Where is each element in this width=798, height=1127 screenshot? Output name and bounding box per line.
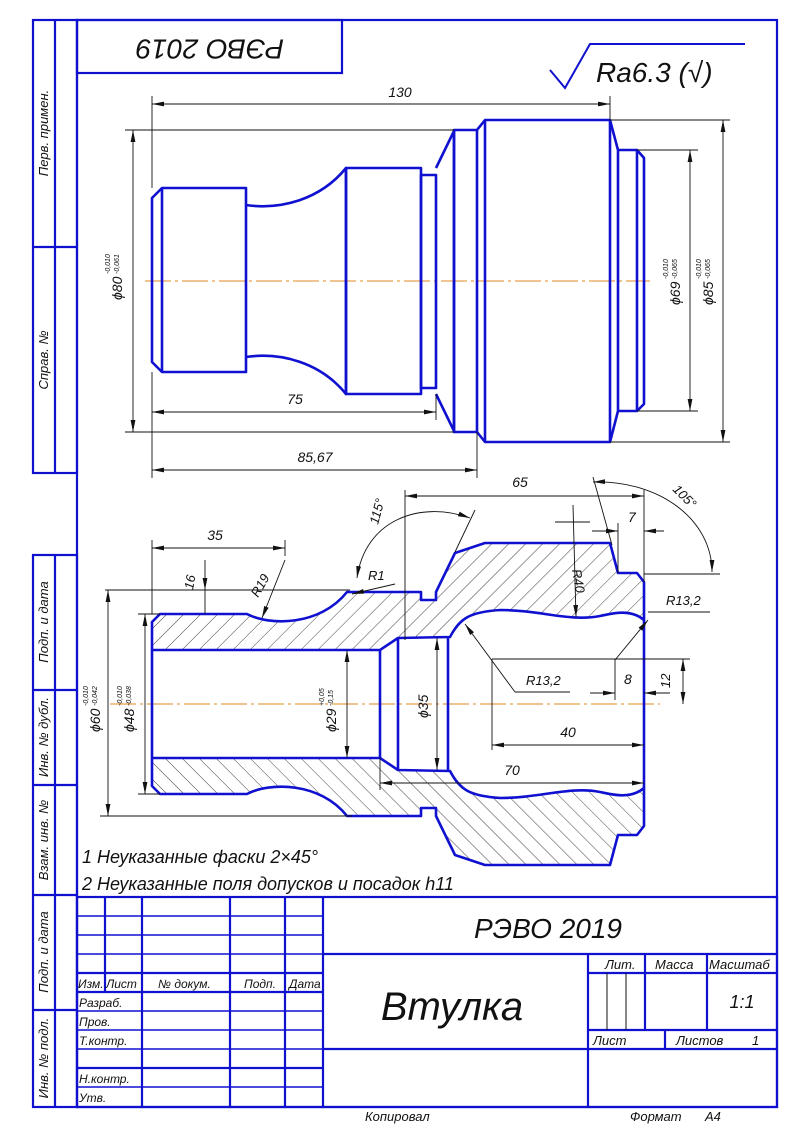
dim-115deg: 115° <box>366 497 387 526</box>
section-dimensions: 35 16 R19 115° R1 65 105° 7 R40 R13,2 R1… <box>83 474 720 817</box>
footer-format: Формат <box>630 1109 682 1124</box>
dim-d69: ϕ69 -0,010 -0,065 <box>663 259 683 305</box>
svg-text:-0,010: -0,010 <box>105 254 112 274</box>
svg-text:ϕ48: ϕ48 <box>121 708 137 732</box>
dim-16: 16 <box>181 573 198 591</box>
dim-r40: R40 <box>569 568 588 595</box>
dim-70: 70 <box>504 762 520 778</box>
svg-text:-0,042: -0,042 <box>92 686 99 706</box>
svg-text:-0,065: -0,065 <box>672 259 679 279</box>
role-nkontr: Н.контр. <box>79 1072 130 1086</box>
dim-130: 130 <box>388 84 412 100</box>
section-view <box>110 541 660 867</box>
svg-text:-0,010: -0,010 <box>663 259 670 279</box>
svg-text:-0,15: -0,15 <box>328 690 335 706</box>
dim-r19: R19 <box>248 571 273 599</box>
massa-label: Масса <box>655 957 693 972</box>
dim-105deg: 105° <box>670 482 700 512</box>
side-labels: Перв. примен. Справ. № Подп. и дата Инв.… <box>36 90 51 1099</box>
scale-value: 1:1 <box>729 992 754 1012</box>
dim-d29: ϕ29 +0,05 -0,15 <box>319 688 339 732</box>
footer-format-value: А4 <box>704 1109 721 1124</box>
side-label: Перв. примен. <box>36 90 51 176</box>
svg-text:-0,038: -0,038 <box>126 686 133 706</box>
dim-d80: ϕ80 -0,010 -0,061 <box>105 254 125 300</box>
part-name: Втулка <box>381 985 523 1029</box>
dim-35: 35 <box>207 527 223 543</box>
dim-d35: ϕ35 <box>415 694 431 718</box>
svg-text:+0,05: +0,05 <box>319 688 326 706</box>
dim-7: 7 <box>628 509 637 525</box>
hdr-date: Дата <box>287 977 321 991</box>
side-label: Инв. № дубл. <box>36 697 51 777</box>
svg-text:-0,061: -0,061 <box>114 254 121 274</box>
lit-label: Лит. <box>604 957 635 972</box>
sheets-value: 1 <box>752 1033 759 1048</box>
dim-r13-2-inner: R13,2 <box>526 673 561 688</box>
dim-d85: ϕ85 -0,010 -0,065 <box>696 259 716 305</box>
note-1: 1 Неуказанные фаски 2×45° <box>82 847 318 867</box>
side-label: Подп. и дата <box>36 581 51 662</box>
dim-r13-2-outer: R13,2 <box>666 593 701 608</box>
dim-d48: ϕ48 -0,010 -0,038 <box>117 686 137 732</box>
sheet-label: Лист <box>592 1033 627 1048</box>
view-dimensions: 130 75 85,67 ϕ80 -0,010 -0,061 ϕ69 -0,01… <box>105 84 730 478</box>
hdr-list: Лист <box>105 977 137 991</box>
dim-r1: R1 <box>368 568 385 583</box>
hdr-doc-no: № докум. <box>158 977 211 991</box>
svg-text:ϕ80: ϕ80 <box>109 276 125 300</box>
scale-label: Масштаб <box>709 957 770 972</box>
dim-75: 75 <box>287 391 303 407</box>
dim-12: 12 <box>658 673 673 688</box>
dim-65: 65 <box>512 474 528 490</box>
hdr-izm: Изм. <box>78 977 104 991</box>
part-view <box>145 118 650 444</box>
side-label: Подп. и дата <box>36 911 51 992</box>
role-prov: Пров. <box>79 1015 111 1029</box>
side-label: Инв. № подл. <box>36 1018 51 1099</box>
dim-d60: ϕ60 -0,010 -0,042 <box>83 686 103 732</box>
dim-85-67: 85,67 <box>297 449 333 465</box>
svg-text:ϕ85: ϕ85 <box>700 281 716 305</box>
roughness-text: Ra6.3 (√) <box>596 57 713 88</box>
note-2: 2 Неуказанные поля допусков и посадок h1… <box>81 874 454 894</box>
org-name: РЭВО 2019 <box>474 913 622 944</box>
svg-text:ϕ60: ϕ60 <box>87 708 103 732</box>
title-block: РЭВО 2019 Втулка Изм. Лист № докум. Подп… <box>75 895 779 1109</box>
dim-8: 8 <box>624 671 632 687</box>
svg-text:ϕ69: ϕ69 <box>667 281 683 305</box>
svg-text:-0,010: -0,010 <box>117 686 124 706</box>
role-tkontr: Т.контр. <box>79 1034 127 1048</box>
sheets-label: Листов <box>675 1033 724 1048</box>
role-utv: Утв. <box>78 1091 106 1105</box>
footer-copied: Копировал <box>365 1109 430 1124</box>
role-razrab: Разраб. <box>79 996 122 1010</box>
side-label: Взам. инв. № <box>36 800 51 880</box>
svg-text:-0,010: -0,010 <box>696 259 703 279</box>
dim-40: 40 <box>560 724 576 740</box>
svg-text:-0,065: -0,065 <box>705 259 712 279</box>
roughness-symbol: Ra6.3 (√) <box>549 43 745 90</box>
hdr-podp: Подп. <box>244 977 276 991</box>
side-label: Справ. № <box>36 330 51 389</box>
svg-text:ϕ29: ϕ29 <box>323 708 339 732</box>
svg-text:-0,010: -0,010 <box>83 686 90 706</box>
top-stamp: РЭВО 2019 <box>136 34 284 65</box>
